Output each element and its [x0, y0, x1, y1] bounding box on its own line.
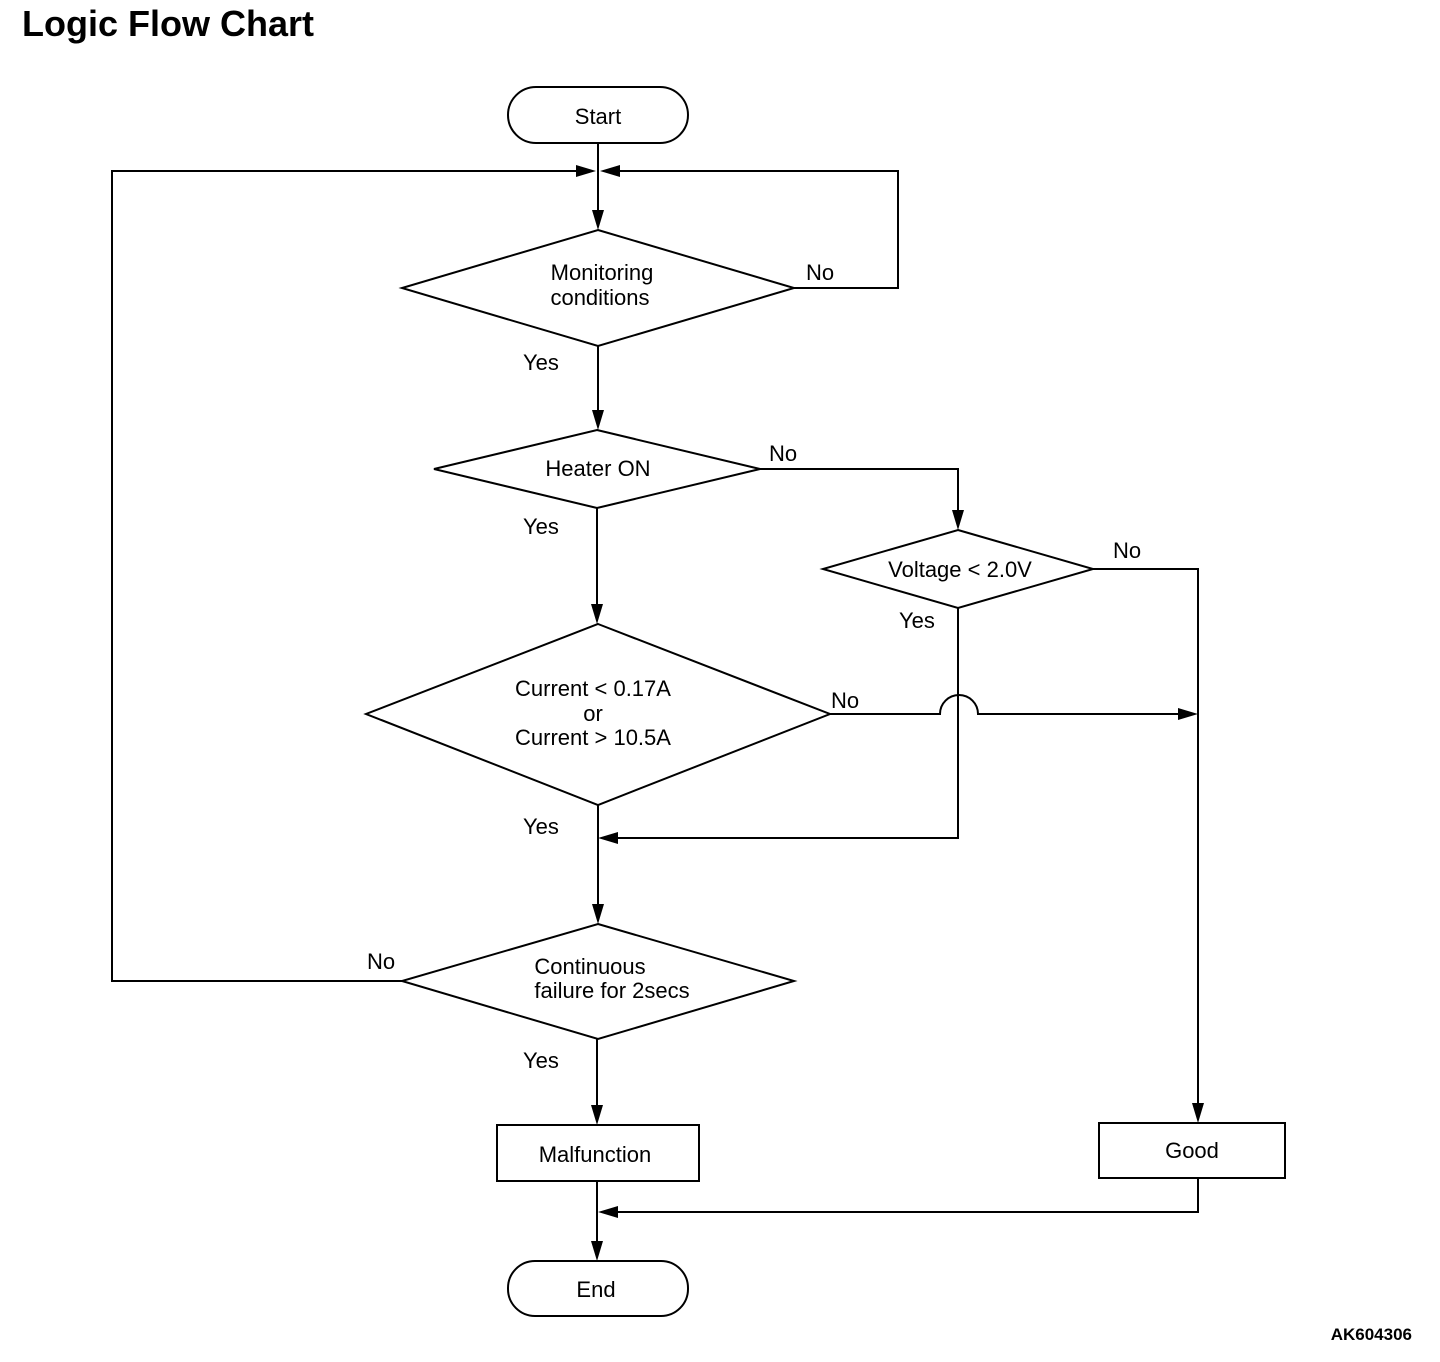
- monitoring-label-line1: Monitoring: [551, 260, 654, 285]
- current-label-line2: or: [583, 701, 603, 726]
- malfunction-label: Malfunction: [539, 1142, 652, 1167]
- good-box: Good: [1098, 1122, 1286, 1179]
- end-label: End: [576, 1277, 615, 1302]
- monitoring-label-line2: conditions: [550, 285, 649, 310]
- end-node: End: [507, 1260, 689, 1317]
- good-label: Good: [1165, 1138, 1219, 1163]
- heater-on-decision: Heater ON: [433, 428, 761, 510]
- start-label: Start: [575, 104, 621, 129]
- malfunction-box: Malfunction: [496, 1124, 700, 1182]
- current-yes-label: Yes: [523, 814, 559, 839]
- current-decision: Current < 0.17A or Current > 10.5A: [363, 622, 833, 807]
- monitoring-conditions-decision: Monitoring conditions: [398, 228, 798, 348]
- branch-labels: No Yes No Yes No Yes No Yes No Yes: [367, 260, 1141, 1073]
- continuous-failure-decision: Continuous failure for 2secs: [398, 922, 798, 1041]
- voltage-yes-label: Yes: [899, 608, 935, 633]
- heater-label: Heater ON: [545, 456, 650, 481]
- voltage-decision: Voltage < 2.0V: [819, 528, 1097, 610]
- continuous-yes-label: Yes: [523, 1048, 559, 1073]
- connectors: [111, 143, 1204, 1261]
- continuous-label-line2: failure for 2secs: [534, 978, 689, 1003]
- continuous-label-line1: Continuous: [534, 954, 645, 979]
- continuous-no-label: No: [367, 949, 395, 974]
- heater-no-label: No: [769, 441, 797, 466]
- voltage-label: Voltage < 2.0V: [888, 557, 1032, 582]
- page-title: Logic Flow Chart: [22, 3, 314, 44]
- current-label-line1: Current < 0.17A: [515, 676, 671, 701]
- monitoring-yes-label: Yes: [523, 350, 559, 375]
- current-no-label: No: [831, 688, 859, 713]
- current-label-line3: Current > 10.5A: [515, 725, 671, 750]
- figure-id: AK604306: [1330, 1325, 1412, 1344]
- heater-yes-label: Yes: [523, 514, 559, 539]
- voltage-no-label: No: [1113, 538, 1141, 563]
- start-node: Start: [507, 86, 689, 144]
- monitoring-no-label: No: [806, 260, 834, 285]
